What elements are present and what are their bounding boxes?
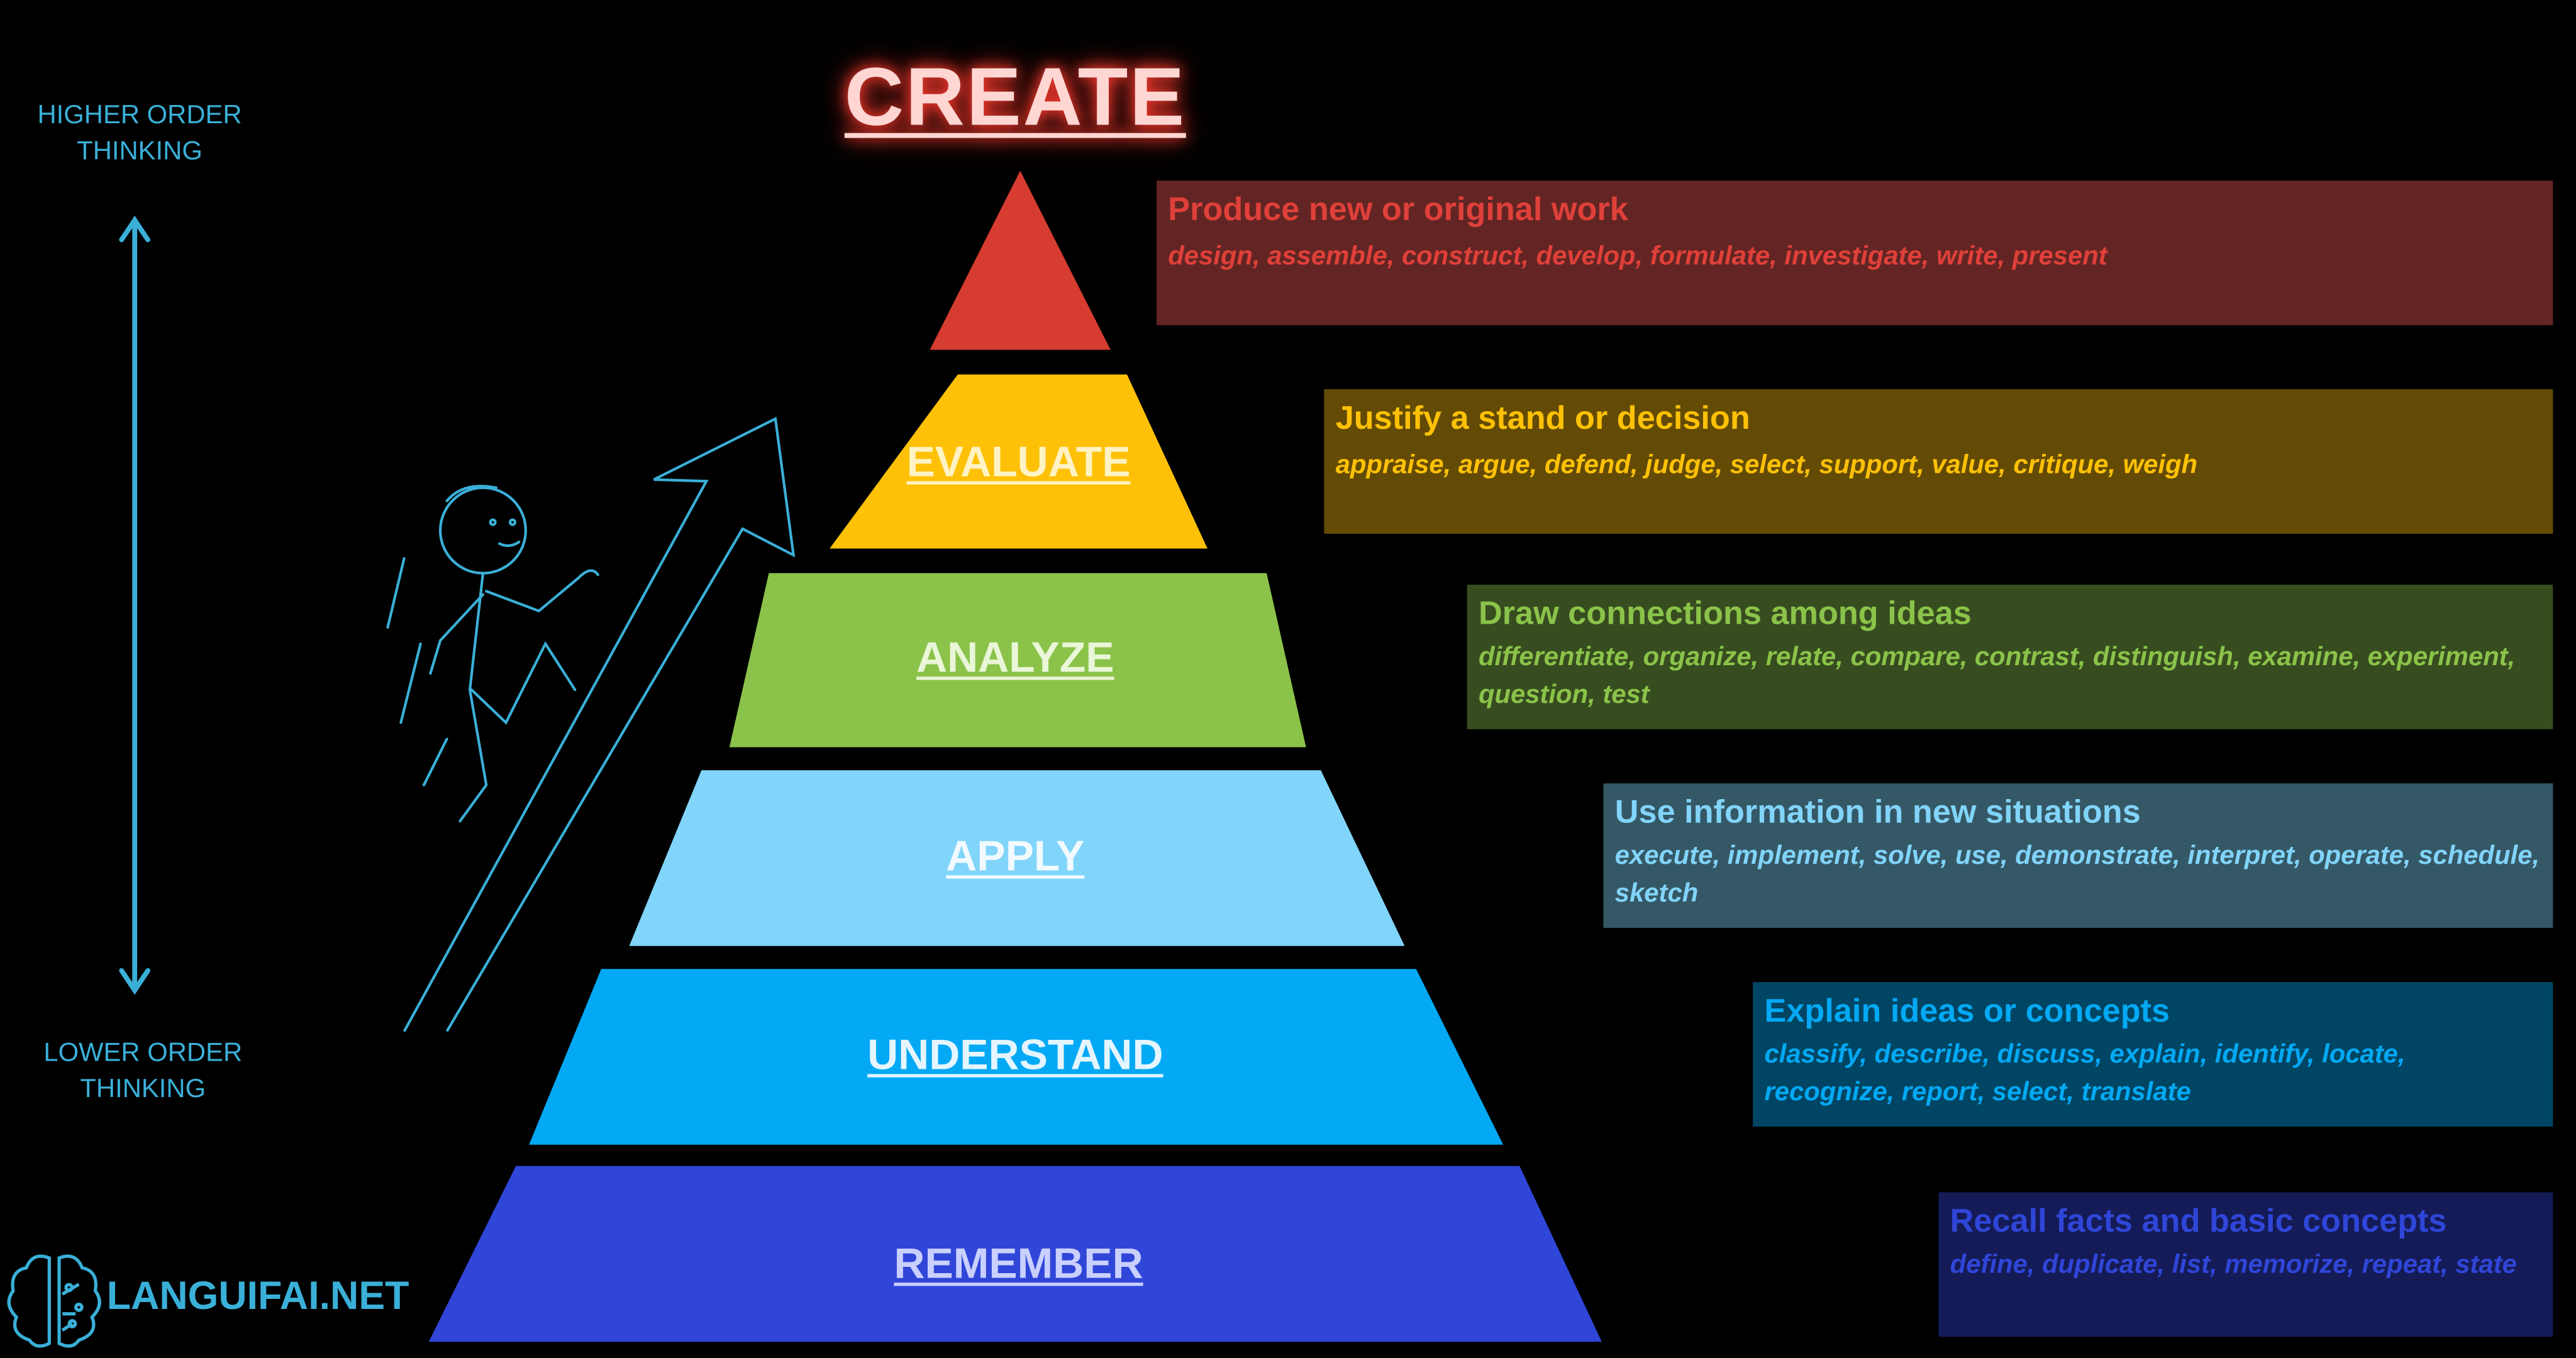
box-heading: Justify a stand or decision bbox=[1335, 400, 1750, 437]
label-line: THINKING bbox=[80, 1075, 206, 1104]
box-verbs: execute, implement, solve, use, demonstr… bbox=[1614, 842, 2540, 908]
box-heading: Produce new or original work bbox=[1168, 192, 1628, 229]
box-heading: Use information in new situations bbox=[1614, 795, 2141, 831]
higher-order-thinking-label: HIGHER ORDER THINKING bbox=[0, 99, 279, 171]
box-verbs: differentiate, organize, relate, compare… bbox=[1478, 643, 2516, 710]
box-heading: Explain ideas or concepts bbox=[1764, 993, 2170, 1030]
description-box-understand: Explain ideas or concepts classify, desc… bbox=[1753, 982, 2553, 1127]
level-label-evaluate: EVALUATE bbox=[906, 436, 1131, 487]
label-line: LOWER ORDER bbox=[43, 1039, 243, 1068]
box-verbs: classify, describe, discuss, explain, id… bbox=[1764, 1041, 2406, 1107]
logo-text: LANGUIFAI.NET bbox=[106, 1274, 409, 1319]
double-arrow-icon bbox=[119, 215, 151, 995]
pyramid-level-remember bbox=[428, 1166, 1602, 1342]
pyramid-level-analyze bbox=[729, 573, 1306, 748]
label-line: THINKING bbox=[77, 138, 203, 166]
box-verbs: define, duplicate, list, memorize, repea… bbox=[1950, 1251, 2517, 1279]
pyramid-level-evaluate bbox=[830, 374, 1208, 549]
level-label-understand: UNDERSTAND bbox=[867, 1029, 1163, 1079]
lower-order-thinking-label: LOWER ORDER THINKING bbox=[3, 1036, 282, 1108]
description-box-evaluate: Justify a stand or decision appraise, ar… bbox=[1324, 389, 2553, 534]
label-line: HIGHER ORDER bbox=[37, 101, 242, 130]
description-box-create: Produce new or original work design, ass… bbox=[1156, 180, 2553, 326]
description-box-remember: Recall facts and basic concepts define, … bbox=[1938, 1192, 2553, 1337]
level-label-apply: APPLY bbox=[946, 831, 1085, 881]
box-verbs: appraise, argue, defend, judge, select, … bbox=[1335, 451, 2198, 480]
pyramid-level-apply bbox=[629, 770, 1405, 946]
level-label-analyze: ANALYZE bbox=[916, 632, 1114, 682]
climbing-stick-figure-icon bbox=[386, 485, 599, 823]
upward-arrow-sketch-icon bbox=[402, 416, 796, 1032]
create-title: CREATE bbox=[844, 50, 1186, 143]
level-label-remember: REMEMBER bbox=[894, 1238, 1143, 1288]
box-heading: Recall facts and basic concepts bbox=[1950, 1203, 2447, 1240]
box-verbs: design, assemble, construct, develop, fo… bbox=[1168, 243, 2107, 272]
pyramid-level-understand bbox=[529, 969, 1504, 1145]
box-heading: Draw connections among ideas bbox=[1478, 596, 1972, 632]
pyramid-level-create bbox=[930, 170, 1111, 350]
description-box-apply: Use information in new situations execut… bbox=[1603, 783, 2553, 928]
brain-circuit-logo-icon bbox=[7, 1254, 101, 1348]
description-box-analyze: Draw connections among ideas differentia… bbox=[1467, 584, 2553, 729]
